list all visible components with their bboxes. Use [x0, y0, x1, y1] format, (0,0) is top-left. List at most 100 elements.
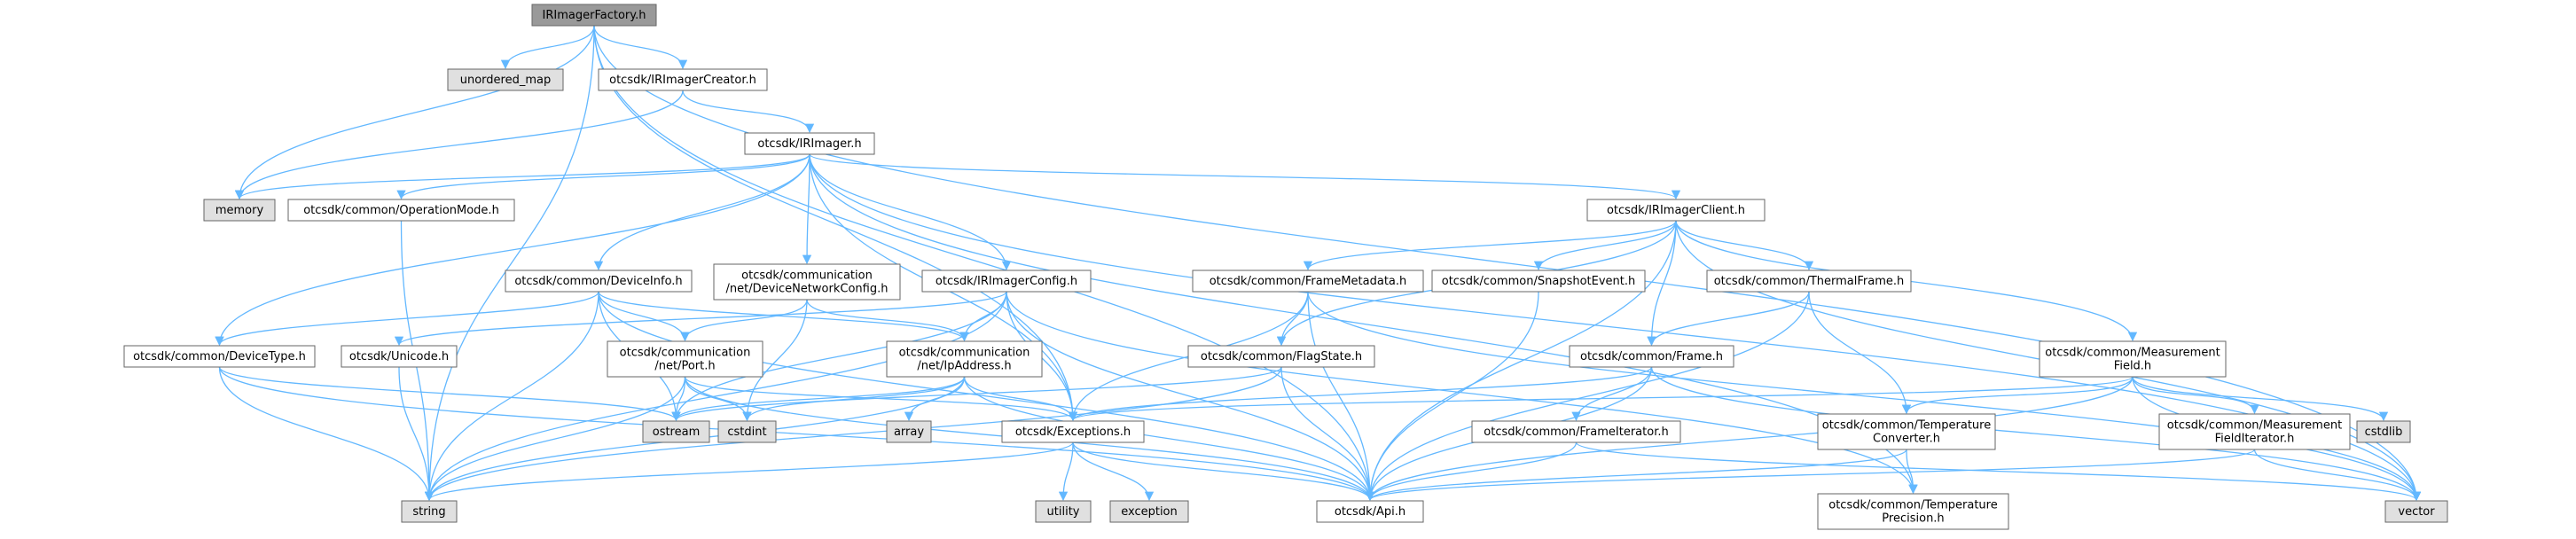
node-exception: exception [1109, 500, 1189, 523]
edge-client-to-snapshot [1533, 220, 1677, 271]
node-label-tempprec: otcsdk/common/Temperature [1828, 499, 1997, 512]
node-ipaddr[interactable]: otcsdk/communication/net/IpAddress.h [886, 340, 1043, 378]
node-label-tempconv: otcsdk/common/Temperature [1822, 419, 1991, 433]
node-label-snapshot: otcsdk/common/SnapshotEvent.h [1442, 275, 1636, 288]
edge-deviceinfo-to-api [598, 291, 1375, 502]
edge-flagstate-to-api [1280, 366, 1375, 502]
node-label-irimager: otcsdk/IRImager.h [757, 137, 861, 151]
node-label-factory: IRImagerFactory.h [543, 9, 646, 22]
node-devicetype[interactable]: otcsdk/common/DeviceType.h [123, 345, 316, 368]
node-label-ipaddr: otcsdk/communication [899, 347, 1030, 360]
node-label-string: string [412, 505, 445, 519]
node-flagstate[interactable]: otcsdk/common/FlagState.h [1187, 345, 1375, 368]
nodes-layer: IRImagerFactory.h unordered_map otcsdk/IRI… [123, 4, 2448, 530]
node-box-devicetype [123, 345, 316, 368]
edge-irimager-to-netcfg [802, 153, 812, 265]
node-deviceinfo[interactable]: otcsdk/common/DeviceInfo.h [505, 270, 693, 293]
node-box-string [401, 500, 458, 523]
node-label-measiter: otcsdk/common/Measurement [2167, 419, 2342, 433]
node-cstdint: cstdint [717, 420, 777, 443]
node-port[interactable]: otcsdk/communication/net/Port.h [607, 340, 763, 378]
edges-layer [215, 25, 2422, 502]
edge-imagercfg-to-unicode [395, 291, 1007, 347]
edge-netcfg-to-cstdint [742, 299, 808, 422]
node-vector: vector [2384, 500, 2448, 523]
node-factory[interactable]: IRImagerFactory.h [531, 4, 657, 27]
node-box-flagstate [1187, 345, 1375, 368]
node-label-ipaddr: /net/IpAddress.h [917, 360, 1011, 373]
node-ostream: ostream [642, 420, 710, 443]
node-label-ostream: ostream [653, 426, 701, 439]
node-box-imagercfg [921, 270, 1092, 293]
node-box-measiter [2158, 413, 2351, 450]
node-memory: memory [203, 199, 276, 222]
edge-flagstate-to-string [424, 366, 1282, 502]
node-unicode[interactable]: otcsdk/Unicode.h [341, 345, 458, 368]
node-client[interactable]: otcsdk/IRImagerClient.h [1586, 199, 1766, 222]
node-netcfg[interactable]: otcsdk/communication/net/DeviceNetworkCo… [713, 263, 901, 301]
node-box-frameiter [1471, 420, 1681, 443]
node-label-tempprec: Precision.h [1882, 512, 1944, 526]
edge-frame-to-vector [1650, 366, 2422, 502]
node-frame[interactable]: otcsdk/common/Frame.h [1569, 345, 1734, 368]
node-box-frame [1569, 345, 1734, 368]
node-label-vector: vector [2398, 505, 2435, 519]
edge-factory-to-string [424, 25, 595, 502]
edge-ipaddr-to-cstdint [742, 376, 966, 422]
node-label-unicode: otcsdk/Unicode.h [349, 350, 449, 363]
edge-measiter-to-api [1366, 449, 2256, 502]
edge-netcfg-to-port [680, 299, 808, 342]
node-box-api [1316, 500, 1424, 523]
node-thermal[interactable]: otcsdk/common/ThermalFrame.h [1706, 270, 1912, 293]
node-label-measfield: Field.h [2114, 360, 2151, 373]
node-label-measiter: FieldIterator.h [2215, 433, 2295, 446]
node-box-exceptions [1001, 420, 1145, 443]
edge-framemeta-to-api [1307, 291, 1375, 502]
edge-imagercfg-to-string [424, 291, 1007, 502]
edge-snapshot-to-api [1365, 291, 1539, 502]
node-unordered_map: unordered_map [447, 68, 564, 91]
node-label-utility: utility [1047, 505, 1080, 519]
edge-deviceinfo-to-ipaddr [598, 291, 969, 342]
node-creator[interactable]: otcsdk/IRImagerCreator.h [598, 68, 768, 91]
node-box-cstdlib [2356, 420, 2411, 443]
edge-ipaddr-to-ostream [671, 376, 966, 422]
edge-factory-to-exceptions [593, 25, 1078, 422]
edge-factory-to-api [593, 25, 1375, 502]
node-box-netcfg [713, 263, 901, 301]
node-box-irimager [744, 132, 875, 155]
node-box-ipaddr [886, 340, 1043, 378]
edge-measfield-to-tempconv [1901, 376, 2134, 415]
node-snapshot[interactable]: otcsdk/common/SnapshotEvent.h [1431, 270, 1646, 293]
edge-factory-to-memory [234, 25, 595, 200]
node-label-imagercfg: otcsdk/IRImagerConfig.h [936, 275, 1077, 288]
edge-irimager-to-opmode [396, 153, 810, 200]
node-exceptions[interactable]: otcsdk/Exceptions.h [1001, 420, 1145, 443]
edge-port-to-string [424, 376, 686, 502]
node-imagercfg[interactable]: otcsdk/IRImagerConfig.h [921, 270, 1092, 293]
edge-measiter-to-vector [2253, 449, 2422, 502]
node-label-client: otcsdk/IRImagerClient.h [1607, 204, 1745, 217]
edge-irimager-to-imagercfg [809, 153, 1012, 271]
edge-ipaddr-to-exceptions [963, 376, 1078, 422]
edge-frameiter-to-api [1365, 441, 1578, 502]
node-framemeta[interactable]: otcsdk/common/FrameMetadata.h [1192, 270, 1424, 293]
edge-measfield-to-cstdlib [2132, 376, 2389, 422]
node-label-netcfg: /net/DeviceNetworkConfig.h [726, 283, 889, 296]
node-api[interactable]: otcsdk/Api.h [1316, 500, 1424, 523]
node-box-port [607, 340, 763, 378]
node-frameiter[interactable]: otcsdk/common/FrameIterator.h [1471, 420, 1681, 443]
node-irimager[interactable]: otcsdk/IRImager.h [744, 132, 875, 155]
node-opmode[interactable]: otcsdk/common/OperationMode.h [287, 199, 515, 222]
edge-devicetype-to-string [218, 366, 435, 502]
edge-tempconv-to-api [1365, 449, 1907, 502]
node-box-factory [531, 4, 657, 27]
edge-framemeta-to-flagstate [1276, 291, 1309, 347]
edge-client-to-frame [1647, 220, 1677, 347]
edge-unicode-to-string [398, 366, 435, 502]
edge-factory-to-creator [593, 25, 688, 70]
